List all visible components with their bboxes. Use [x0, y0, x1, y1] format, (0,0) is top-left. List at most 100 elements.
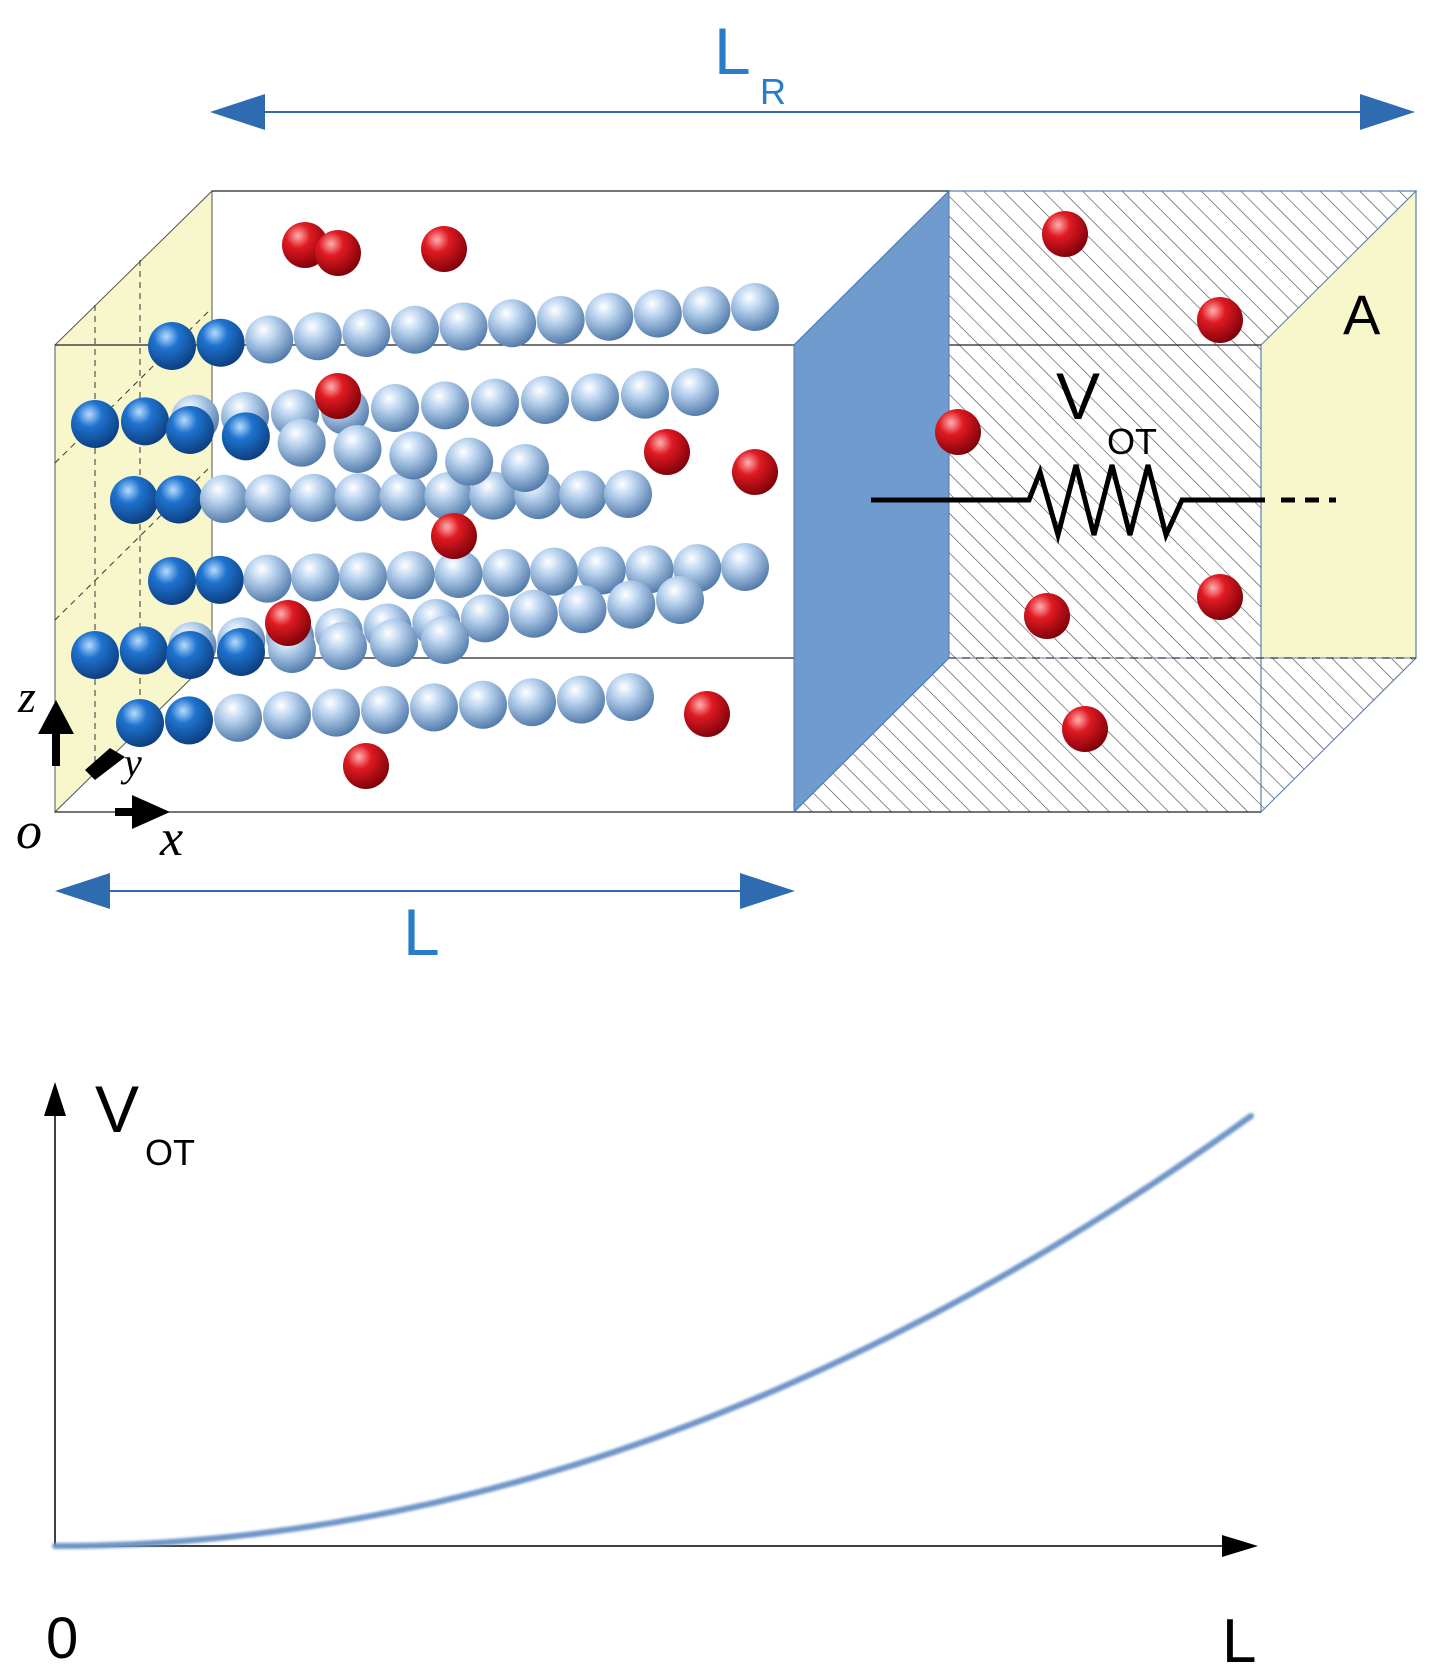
chain-bead: [577, 546, 626, 595]
chain-bead: [121, 397, 169, 446]
chain-bead: [469, 471, 518, 520]
y-arrow-icon: [85, 748, 125, 780]
chain-bead: [461, 594, 509, 643]
chain-bead: [434, 550, 483, 598]
chain-bead: [521, 376, 569, 424]
chain-bead: [165, 696, 213, 745]
area-label: A: [1343, 283, 1381, 346]
counter-ion: [1042, 211, 1088, 257]
counter-ion: [1197, 574, 1243, 620]
resistor-symbol: [871, 464, 1336, 545]
chain-bead: [196, 318, 245, 367]
chain-bead: [459, 680, 507, 729]
axis-z-label: z: [17, 671, 36, 722]
chain-bead: [482, 548, 531, 597]
counter-ion: [421, 226, 467, 272]
chain-bead: [386, 551, 435, 600]
chain-bead: [390, 305, 439, 354]
chain-bead: [312, 688, 360, 737]
chart-xlabel: L: [1222, 1607, 1256, 1676]
chain-bead: [214, 693, 262, 742]
chain-bead: [604, 470, 652, 518]
x-arrow-icon: [132, 795, 170, 829]
chain-bead: [721, 543, 769, 591]
chain-bead: [221, 412, 270, 461]
chain-bead: [71, 631, 119, 679]
axis-x-label: x: [159, 810, 183, 867]
chart-ylabel-subscript: OT: [145, 1132, 195, 1173]
chain-bead: [621, 370, 669, 419]
chain-bead: [110, 476, 158, 524]
counter-ion: [684, 691, 730, 737]
lr-subscript: R: [760, 71, 786, 112]
l-label: L: [403, 895, 440, 969]
chain-bead: [154, 475, 203, 524]
chain-bead: [379, 472, 428, 521]
chain-bead: [339, 552, 387, 601]
counter-ion: [315, 373, 361, 419]
chain-bead: [625, 545, 674, 594]
chain-bead: [319, 622, 367, 670]
counter-ion: [1197, 297, 1243, 343]
chain-bead: [633, 289, 682, 338]
chain-bead: [731, 283, 779, 331]
chain-bead: [244, 474, 293, 523]
z-arrow-icon: [38, 700, 74, 734]
chain-bead: [656, 576, 704, 624]
chain-bead: [424, 472, 473, 521]
chain-bead: [607, 580, 656, 629]
l-dimension-arrow: [55, 873, 795, 909]
chart: [44, 1082, 1258, 1557]
origin-label: o: [16, 803, 42, 860]
chain-bead: [277, 418, 326, 467]
chain-bead: [195, 555, 244, 604]
chain-bead: [410, 683, 458, 732]
chain-bead: [488, 299, 537, 348]
chain-bead: [199, 474, 248, 523]
chain-bead: [389, 431, 438, 480]
chain-bead: [243, 554, 292, 603]
chain-bead: [116, 699, 164, 747]
counter-ion: [265, 600, 311, 646]
chain-bead: [293, 312, 342, 361]
chain-bead: [217, 628, 265, 676]
chain-bead: [558, 585, 607, 634]
chain-bead: [263, 691, 311, 740]
chain-bead: [370, 619, 418, 667]
chart-ylabel: V: [95, 1072, 139, 1146]
chain-bead: [148, 557, 196, 605]
chain-bead: [148, 322, 196, 370]
chart-series-line: [52, 1113, 1254, 1549]
chain-bead: [119, 626, 168, 675]
chain-bead: [291, 553, 340, 602]
chain-bead: [585, 292, 634, 341]
chart-point-layer: [55, 1116, 1251, 1546]
chain-bead: [559, 470, 608, 519]
lr-label: L: [714, 14, 751, 88]
chain-bead: [439, 302, 488, 351]
chain-bead: [530, 547, 578, 596]
counter-ion: [1062, 706, 1108, 752]
particle-layer: [71, 211, 1243, 789]
chain-bead: [371, 384, 419, 432]
chain-bead: [671, 368, 719, 416]
chain-bead: [509, 589, 558, 638]
chain-bead: [166, 631, 214, 679]
v-label: V: [1056, 359, 1100, 433]
counter-ion: [935, 409, 981, 455]
chart-x-arrow-icon: [1222, 1535, 1258, 1557]
chain-bead: [361, 686, 409, 734]
chain-bead: [571, 373, 619, 422]
counter-ion: [1024, 593, 1070, 639]
coordinate-axes: [38, 700, 170, 829]
chain-bead: [333, 425, 382, 473]
chain-bead: [471, 378, 519, 427]
chain-bead: [682, 286, 731, 335]
chain-bead: [421, 381, 469, 430]
chain-bead: [342, 309, 391, 357]
chain-bead: [557, 675, 605, 724]
axis-y-label: y: [120, 740, 142, 785]
chain-bead: [606, 673, 654, 721]
counter-ion: [315, 230, 361, 276]
